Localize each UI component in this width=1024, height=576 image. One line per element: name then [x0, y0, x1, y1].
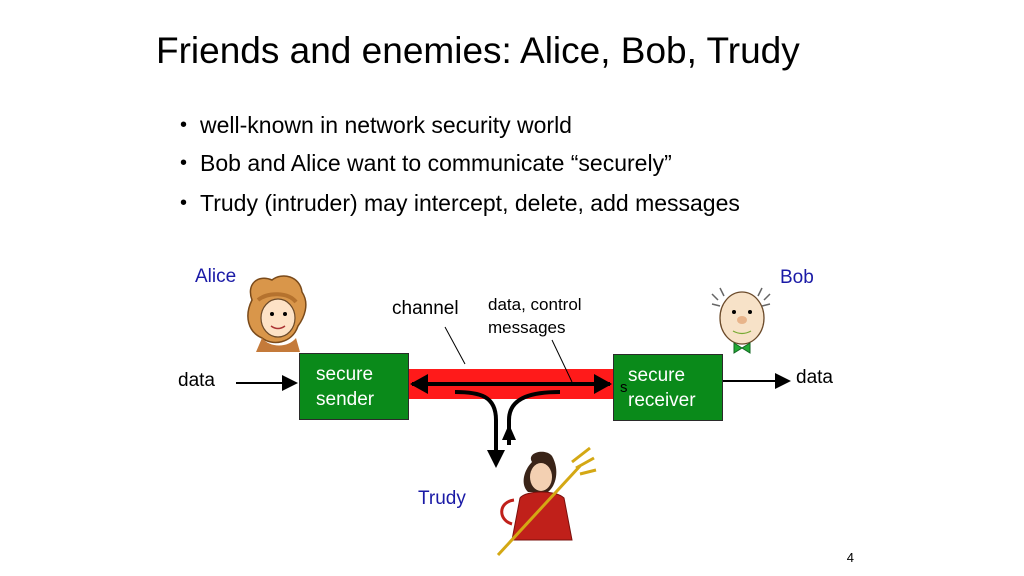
bullet-glyph: •	[180, 114, 188, 136]
channel-leader-line	[444, 326, 466, 365]
page-number: 4	[846, 550, 854, 565]
trudy-devil-icon	[496, 446, 597, 557]
bullet-text: well-known in network security world	[200, 112, 572, 138]
messages-leader-line	[551, 339, 573, 383]
data-in-label: data	[178, 370, 215, 391]
bullet-item: • well-known in network security world	[180, 110, 740, 148]
bob-cartoon-icon	[711, 287, 771, 354]
channel-label: channel	[392, 298, 459, 319]
secure-receiver-box: secure receiver	[613, 354, 723, 421]
stray-character: s	[620, 379, 628, 396]
slide-title: Friends and enemies: Alice, Bob, Trudy	[156, 30, 800, 71]
messages-label-line2: messages	[488, 318, 566, 337]
bullet-text: Trudy (intruder) may intercept, delete, …	[200, 190, 740, 216]
intercept-arrow-head	[487, 450, 505, 468]
trudy-label: Trudy	[418, 488, 466, 509]
inject-arrow-head	[502, 424, 516, 440]
receiver-line1: secure	[628, 365, 686, 386]
data-out-label: data	[796, 367, 833, 388]
bullet-text: Bob and Alice want to communicate “secur…	[200, 150, 672, 176]
bullet-glyph: •	[180, 152, 188, 174]
sender-line1: secure	[316, 364, 374, 385]
bullet-item: • Trudy (intruder) may intercept, delete,…	[180, 188, 740, 226]
bullet-list: • well-known in network security world • B…	[180, 110, 740, 226]
channel-arrow-right-head	[594, 374, 612, 394]
bullet-glyph: •	[180, 192, 188, 214]
sender-line2: sender	[316, 389, 375, 410]
intercept-arrow-right	[507, 390, 561, 445]
alice-cartoon-icon	[247, 275, 307, 352]
intercept-arrow-left	[454, 390, 498, 455]
secure-sender-box: secure sender	[299, 353, 409, 420]
receiver-line2: receiver	[628, 390, 696, 411]
messages-label: data, control messages	[488, 293, 582, 339]
bullet-item: • Bob and Alice want to communicate “secu…	[180, 148, 740, 186]
messages-label-line1: data, control	[488, 295, 582, 314]
bob-label: Bob	[780, 267, 814, 288]
channel-arrow-left-head	[410, 374, 428, 394]
alice-label: Alice	[195, 266, 237, 287]
